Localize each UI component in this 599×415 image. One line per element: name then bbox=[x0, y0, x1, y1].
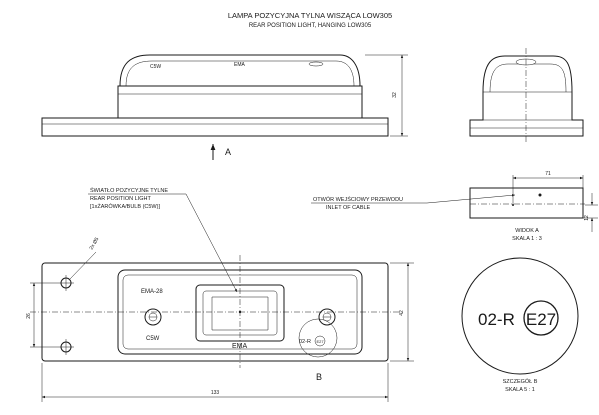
end-view bbox=[469, 48, 584, 142]
dim-height-side-label: 32 bbox=[392, 92, 398, 98]
detail-b: 02-R E27 SZCZEGÓŁ B SKALA 5 : 1 bbox=[461, 257, 579, 393]
title-polish: LAMPA POZYCYJNA TYLNA WISZĄCA LOW305 bbox=[228, 11, 392, 20]
detail-b-caption: SZCZEGÓŁ B bbox=[503, 378, 538, 385]
detail-b-ref: B bbox=[316, 372, 322, 382]
callout-cable-line2: INLET OF CABLE bbox=[326, 205, 371, 211]
callout-cable-inlet: OTWÓR WEJŚCIOWY PRZEWODU INLET OF CABLE bbox=[311, 194, 516, 211]
callout-light-line3: [1xŻARÓWKA/BULB (C5W)] bbox=[90, 203, 160, 210]
detail-b-approval-text: 02-R bbox=[478, 310, 515, 329]
view-a-scale: SKALA 1 : 3 bbox=[512, 236, 542, 242]
lens-mark-e27: E27 bbox=[316, 339, 324, 344]
callout-rear-light: ŚWIATŁO POZYCYJNE TYLNE REAR POSITION LI… bbox=[88, 186, 238, 293]
callout-light-line2: REAR POSITION LIGHT bbox=[90, 196, 151, 202]
view-a-dim-12: 12 bbox=[584, 215, 590, 221]
lens-mark-02r: 02-R bbox=[299, 339, 311, 345]
dim-hole-pitch: 26 bbox=[26, 313, 32, 319]
detail-b-e27: E27 bbox=[526, 310, 556, 329]
hole-dim-label: 2x Ø5 bbox=[89, 236, 101, 251]
dim-height-front: 42 bbox=[399, 310, 405, 316]
dim-width-front: 133 bbox=[211, 390, 220, 396]
side-mark-ema: EMA bbox=[234, 62, 246, 68]
dim-height-side: 32 bbox=[365, 54, 408, 137]
title-english: REAR POSITION LIGHT, HANGING LOW305 bbox=[249, 23, 372, 29]
view-a: 71 12 WIDOK A SKALA 1 : 3 bbox=[469, 171, 598, 242]
front-view: 2x Ø5 EMA-28 C5W EMA 02-R E27 B 26 42 bbox=[26, 236, 414, 402]
lens-mark-ema28: EMA-28 bbox=[141, 289, 163, 295]
callout-light-line1: ŚWIATŁO POZYCYJNE TYLNE bbox=[90, 186, 168, 194]
view-a-dim-71: 71 bbox=[545, 171, 551, 177]
view-arrow-a: A bbox=[210, 144, 231, 160]
lens-mark-ema: EMA bbox=[232, 343, 248, 350]
view-arrow-a-label: A bbox=[225, 147, 231, 157]
side-mark-c5w: C5W bbox=[150, 64, 161, 70]
side-view: C5W EMA 32 A bbox=[41, 54, 408, 160]
title-block: LAMPA POZYCYJNA TYLNA WISZĄCA LOW305 REA… bbox=[228, 11, 392, 29]
lens-mark-c5w: C5W bbox=[146, 336, 160, 342]
callout-cable-line1: OTWÓR WEJŚCIOWY PRZEWODU bbox=[313, 195, 403, 203]
detail-b-scale: SKALA 5 : 1 bbox=[505, 387, 535, 393]
view-a-caption: WIDOK A bbox=[515, 228, 539, 234]
